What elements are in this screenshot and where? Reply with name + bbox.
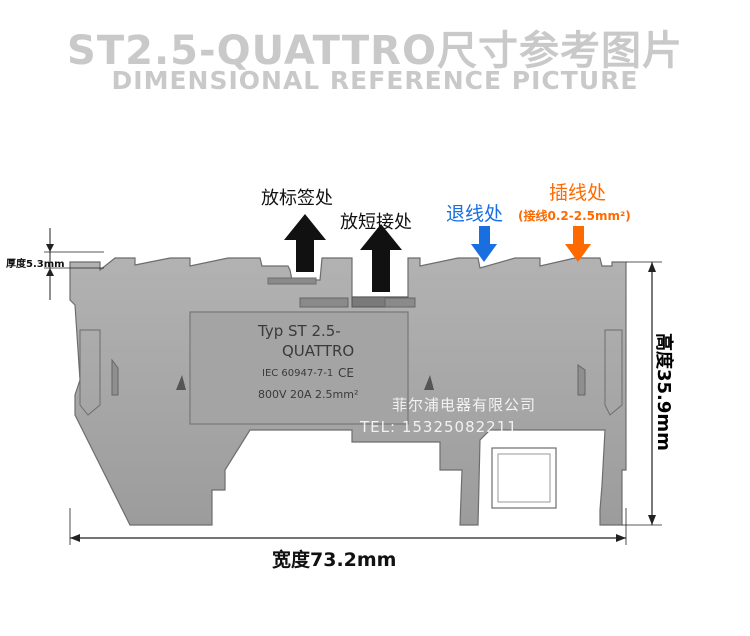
left-spring-recess-2 <box>111 358 119 396</box>
insert-label: 插线处 <box>549 182 607 204</box>
release-arrow <box>471 226 497 262</box>
jumper-slot-left <box>299 297 349 308</box>
label-slot-label: 放标签处 <box>261 188 333 209</box>
watermark-company: 菲尔浦电器有限公司 <box>392 396 537 414</box>
height-arrow-top <box>648 262 656 272</box>
right-spring-recess-2 <box>577 364 586 396</box>
foot-window <box>491 447 557 509</box>
height-label: 高度35.9mm <box>653 333 674 451</box>
height-arrow-bottom <box>648 515 656 525</box>
width-arrow-right <box>616 534 626 542</box>
left-spring-recess <box>79 329 101 416</box>
label-slot-arrow <box>284 214 326 272</box>
jumper-slot-right <box>384 297 416 308</box>
nameplate-frame <box>189 311 409 425</box>
plate-line-4: 800V 20A 2.5mm² <box>258 388 359 401</box>
foot-window-inner <box>497 453 551 503</box>
insert-note: (接线0.2-2.5mm²) <box>518 209 631 223</box>
right-spring-recess <box>604 329 623 416</box>
thickness-label: 厚度5.3mm <box>6 259 65 270</box>
release-label: 退线处 <box>446 203 504 225</box>
width-arrow-left <box>70 534 80 542</box>
right-triangle-mark <box>424 375 434 390</box>
jumper-slot-arrow <box>360 224 402 292</box>
plate-line-3: IEC 60947-7-1 <box>262 368 334 379</box>
label-slot-line <box>267 277 317 285</box>
height-label-box: 高度35.9mm <box>648 325 688 465</box>
plate-ce-mark: CE <box>338 366 354 380</box>
left-triangle-mark <box>176 375 186 390</box>
page-subtitle: DIMENSIONAL REFERENCE PICTURE <box>111 66 639 95</box>
plate-line-2: QUATTRO <box>282 342 355 360</box>
watermark-tel: TEL: 15325082211 <box>360 418 518 436</box>
page-title: ST2.5-QUATTRO尺寸参考图片 <box>67 28 683 74</box>
plate-line-1: Typ ST 2.5- <box>258 322 341 340</box>
thickness-arrow-top <box>46 244 54 252</box>
width-label: 宽度73.2mm <box>272 549 397 571</box>
insert-arrow <box>565 226 591 262</box>
thickness-arrow-bottom <box>46 268 54 276</box>
jumper-slot-label: 放短接处 <box>340 212 412 233</box>
